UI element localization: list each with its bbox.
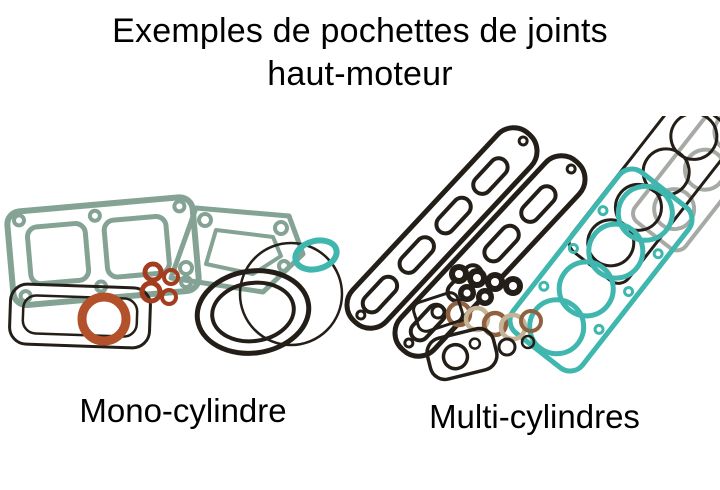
side-gasket-green: [168, 205, 306, 295]
mono-cylinder-kit: [4, 194, 344, 356]
large-o-ring: [238, 241, 344, 347]
title-line-2: haut-moteur: [267, 54, 453, 93]
caption-multi-cylinder: Multi-cylindres: [429, 398, 640, 435]
page-title: Exemples de pochettes de joints haut-mot…: [0, 10, 720, 95]
small-orange-gaskets: [139, 261, 180, 306]
double-o-ring: [194, 268, 312, 356]
small-o-rings: [497, 334, 536, 357]
exhaust-gasket-ring: [77, 292, 131, 346]
valve-cover-gasket-a: [344, 125, 540, 331]
bottom-round-gasket: [425, 326, 499, 382]
caption-mono-cylinder: Mono-cylindre: [79, 392, 287, 429]
multi-cylinder-kit: [344, 116, 720, 382]
teal-head-gasket: [507, 166, 695, 374]
title-line-1: Exemples de pochettes de joints: [112, 12, 608, 50]
gasket-kits-photo: [4, 116, 720, 382]
washers: [445, 300, 543, 342]
small-plate-gasket: [412, 291, 464, 333]
cover-gasket-outline: [8, 282, 152, 350]
valve-stem-seals: [449, 264, 523, 306]
valve-cover-gasket-b: [392, 153, 588, 359]
small-teal-gasket: [292, 237, 340, 273]
